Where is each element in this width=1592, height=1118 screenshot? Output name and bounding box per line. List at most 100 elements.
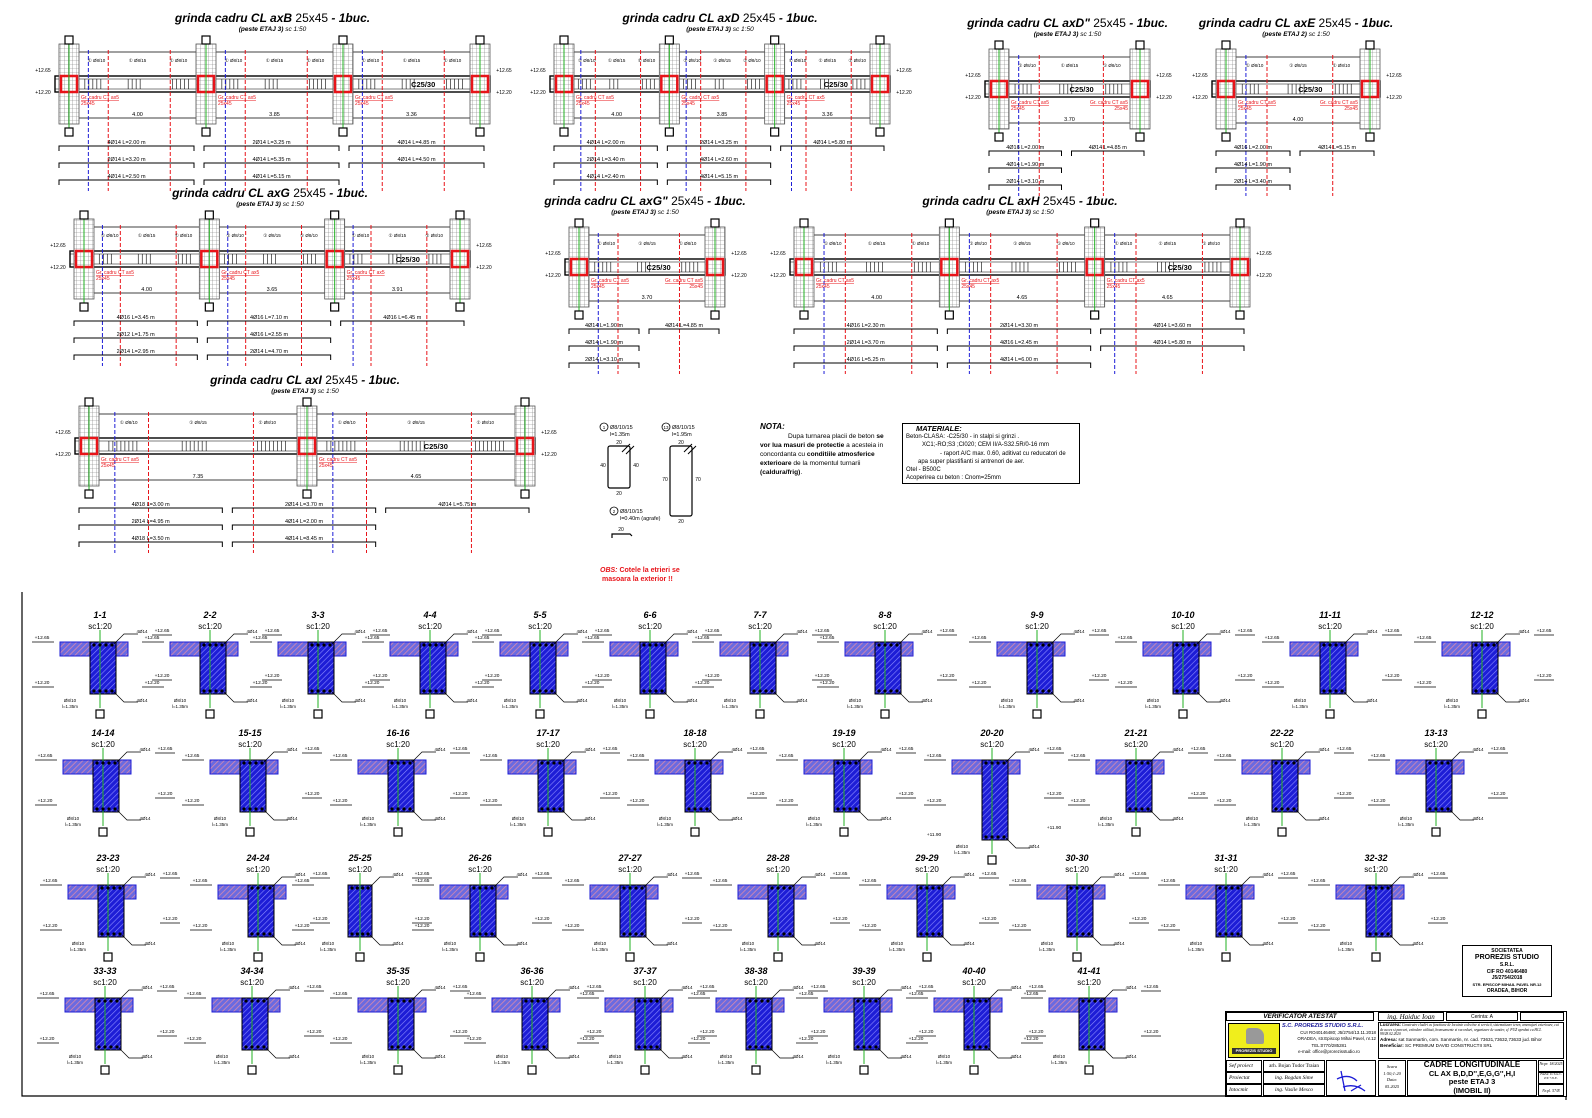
rebar-dot [256,932,260,936]
rebar-dot [978,999,982,1003]
elevation-bottom: +12.20 [35,90,51,96]
rebar-dot [1274,807,1278,811]
concrete-class: C25/30 [396,255,420,264]
leader-line [791,876,816,888]
rebar-label: 4Ø16 L=5.25 m [847,357,885,363]
rebar-label: 4Ø14 L=1.90 m [1234,162,1272,168]
bottom-bar-label: 4Ø14 [466,698,478,703]
rebar-dot [361,932,365,936]
elevation-top: +12.65 [365,635,380,641]
rebar-label: 4Ø16 L=3.45 m [117,315,155,321]
stirrup-length: l=1.35m [1292,704,1308,709]
stirrup-label: ① Ø8/10 [743,58,761,63]
rebar-dot [990,761,994,765]
section-label: 32-32 [1364,853,1387,863]
elevation-bottom: +12.20 [535,916,550,922]
rebar-dot [355,932,359,936]
rebar-dot [202,689,206,693]
rebar-dot [478,932,482,936]
section-32-32-shapes [1308,873,1448,962]
rebar-dot [760,999,764,1003]
stirrup-label: Ø8/10 [614,698,627,703]
rebar-dot [937,886,941,890]
stirrup-label: ① Ø8/10 [679,241,697,246]
stirrup-label: ① Ø8/10 [425,233,443,238]
rebar-dot [109,999,113,1003]
rebar-dot [1029,689,1033,693]
cross-beam-label: Gr. cadru CT ax5 [101,457,139,463]
bottom-bar-label: 4Ø14 [792,1054,804,1059]
rebar-dot [250,932,254,936]
top-bar-label: 4Ø14 [434,747,446,752]
section-35-35-texts: 35-35sc1:204Ø144Ø14Ø8/10l=1.35m+12.65+12… [333,966,468,1065]
obs-text2: masoara la exterior !! [602,576,673,583]
top-bar-label: 4Ø14 [1262,872,1274,877]
section-19-19-shapes [776,748,916,837]
elevation-bottom: +12.20 [899,791,914,797]
stirrup-label: Ø8/10 [362,1054,375,1059]
stirrup-label: ① Ø8/10 [120,420,138,425]
rebar-bar [231,524,377,530]
axis-marker [751,1065,761,1075]
elevation-bottom: +12.20 [415,923,430,929]
rebar-dot [440,689,444,693]
rebar-dot [874,1045,878,1049]
elevation-top: +12.65 [476,243,492,249]
rebar-dot [1035,689,1039,693]
stirrup-length: l=1.35m [1244,822,1260,827]
section-label: 22-22 [1269,728,1293,738]
rebar-bar [73,337,198,343]
stirrup-label: Ø8/10 [828,1054,841,1059]
rebar-bar [78,507,223,513]
section-41-41-texts: 41-41sc1:204Ø144Ø14Ø8/10l=1.35m+12.65+12… [1024,966,1159,1065]
rebar-dot [1368,886,1372,890]
cross-beam-dim: 25x45 [355,101,369,107]
elevation-bottom: +12.20 [580,1036,595,1042]
rebar-dot [104,689,108,693]
company-line: e-mail: office@prorezisstudio.ro [1298,1049,1360,1055]
elevation-top: +12.65 [862,878,877,884]
rebar-dot [101,807,105,811]
elevation-bottom: +12.20 [1024,1036,1039,1042]
rebar-label: 2Ø14 L=3.30 m [1000,323,1038,329]
beam-section [387,759,415,813]
rebar-bar [568,328,640,334]
stirrup-label: Ø8/10 [222,941,235,946]
materiale-line: XC1;-RO;S3 ;Cl020; CEM II/A-S32.5R/0-16 … [922,442,1050,449]
beam-2-texts: grinda cadru CL axD 25x45 - 1buc.(peste … [530,11,912,180]
rebar-bar [231,541,377,547]
rebar-dot [628,932,632,936]
elevation-top: +12.65 [1417,635,1432,641]
rebar-dot [966,999,970,1003]
stirrup-length: l=1.35m [718,1060,734,1065]
rebar-dot [422,643,426,647]
elevation-top: +12.65 [580,991,595,997]
rebar-label: 2Ø14 L=4.70 m [250,349,288,355]
section-scale: sc1:20 [832,740,856,749]
rebar-bar [1215,167,1291,173]
axis-marker [247,1065,257,1075]
elevation-top: +12.65 [1371,753,1386,759]
rebar-bar [1299,150,1375,156]
bottom-bar-label: 4Ø14 [731,816,743,821]
elevation-top: +12.65 [1281,871,1296,877]
bottom-bar-label: 4Ø14 [354,698,366,703]
stirrup-length: l=1.35m [1188,947,1204,952]
rebar-dot [97,1045,101,1049]
rebar-dot [552,761,556,765]
leader-line [265,989,290,1001]
rebar-dot [256,999,260,1003]
elevation-bottom: +12.20 [965,95,981,101]
elevation-bottom: +12.20 [1385,673,1400,679]
rebar-dot [788,932,792,936]
rebar-dot [628,886,632,890]
top-bar-label: 4Ø14 [1366,629,1378,634]
rebar-bar [348,162,485,168]
section-14-14-shapes [35,748,175,837]
stirrup-label: ① Ø8/10 [259,420,277,425]
rebar-dot [984,999,988,1003]
beam-title-dim: 25x45 [671,194,707,208]
leader-line [1495,633,1520,645]
rebar-dot [931,932,935,936]
